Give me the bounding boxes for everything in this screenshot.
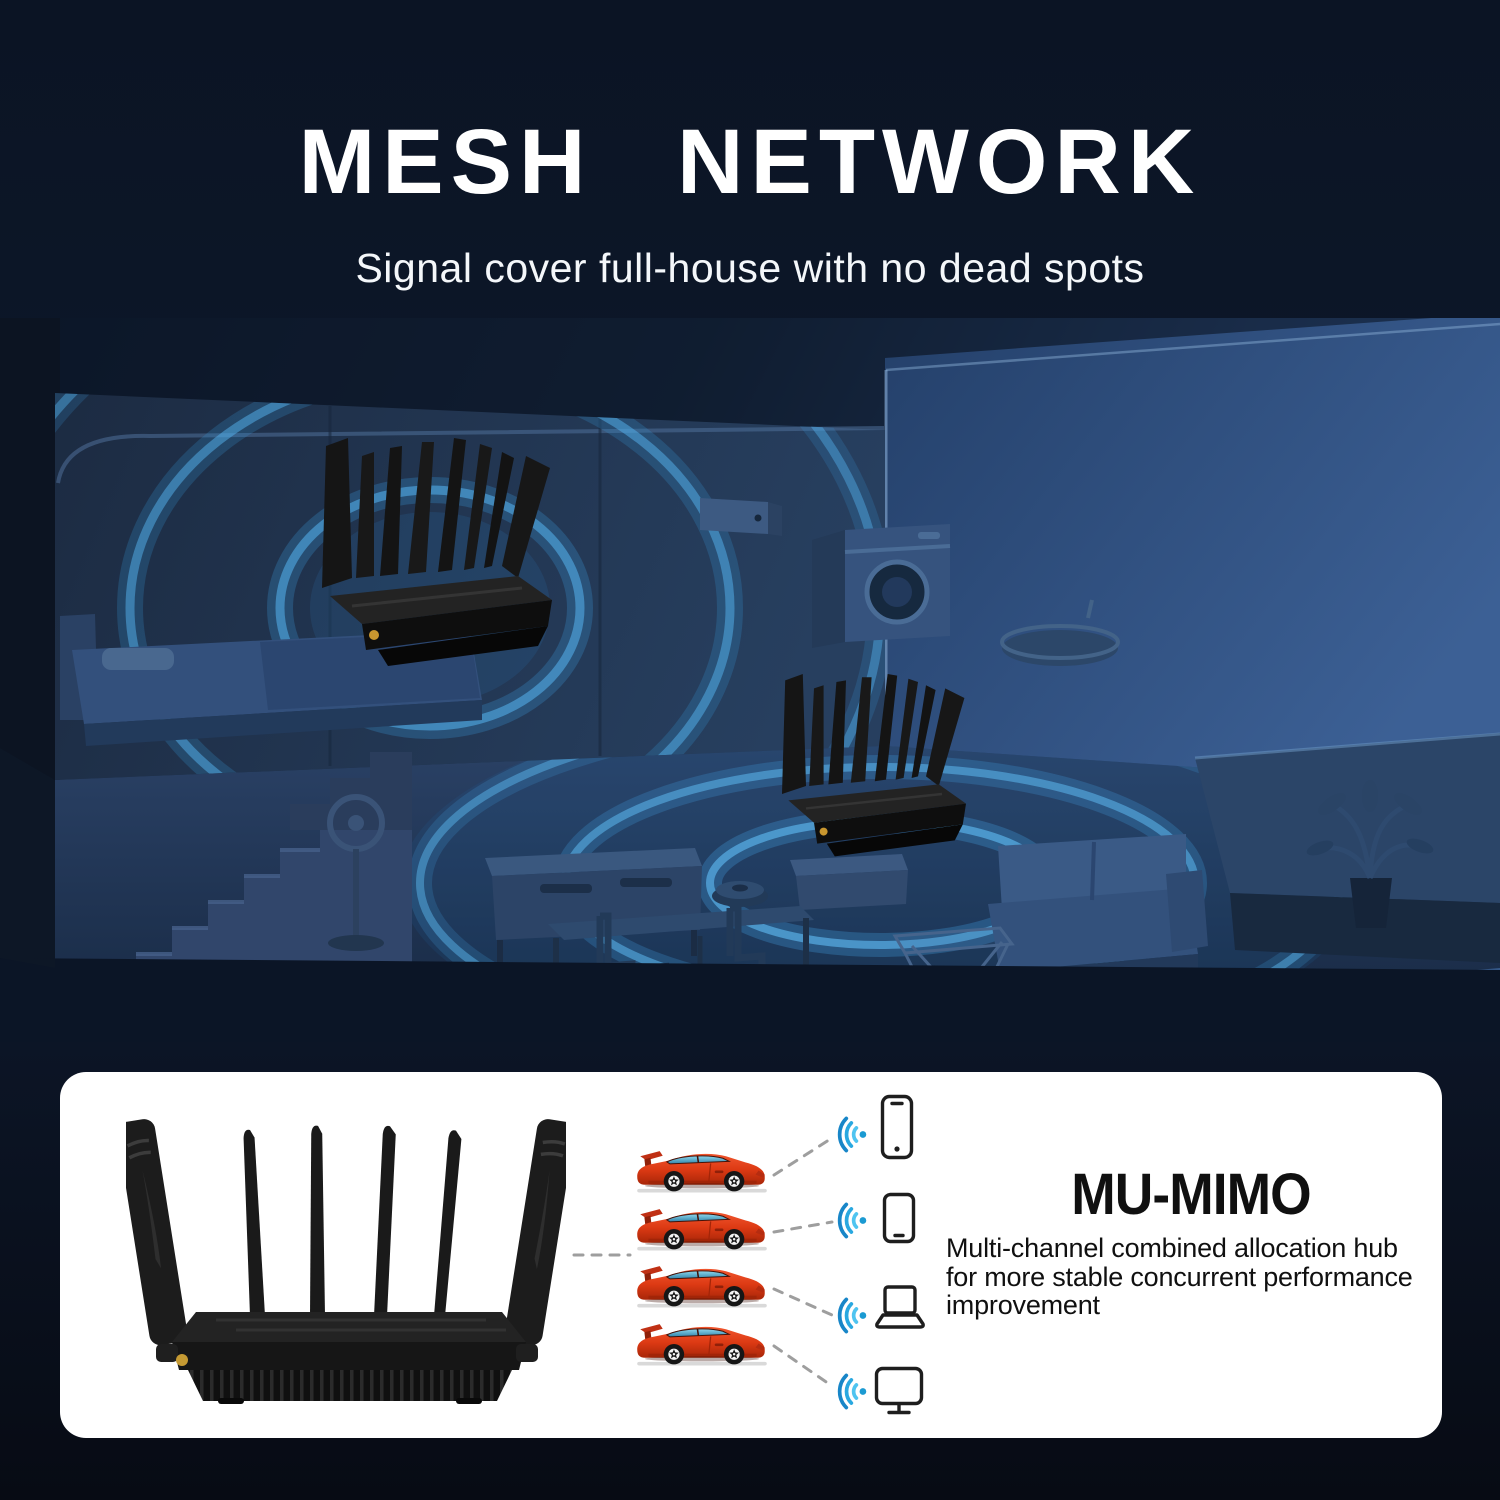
thin-antennas [243, 1125, 462, 1317]
potted-plant [1306, 780, 1434, 928]
standing-fan [327, 794, 385, 951]
car-icon [636, 1323, 768, 1367]
router-body [156, 1312, 538, 1404]
robot-vacuum [712, 881, 768, 907]
car-icon [636, 1265, 768, 1309]
dashed-connector-3 [772, 1287, 834, 1317]
laptop-icon [875, 1285, 925, 1329]
mimo-heading: MU-MIMO [1071, 1162, 1311, 1227]
mimo-description: Multi-channel combined allocation hub fo… [946, 1233, 1413, 1321]
car-icon [636, 1150, 768, 1194]
basin [1000, 599, 1120, 666]
paddle-antenna-right [504, 1119, 566, 1346]
mu-mimo-panel: MU-MIMO Multi-channel combined allocatio… [60, 1072, 1442, 1438]
washing-machine [812, 524, 951, 648]
page-title: MESH NETWORK [298, 111, 1202, 213]
side-platform [1194, 732, 1500, 963]
monitor-icon [874, 1366, 924, 1415]
media-cabinet [790, 854, 908, 910]
page-subtitle: Signal cover full-house with no dead spo… [355, 245, 1145, 291]
tablet-icon [882, 1192, 916, 1244]
dashed-connector-2 [772, 1220, 834, 1234]
right-wall [885, 318, 1500, 788]
wifi-signal-icon [837, 1202, 869, 1239]
foreground-floor [0, 958, 1500, 1063]
dashed-connector-1 [772, 1136, 834, 1177]
router-photo [126, 1119, 566, 1404]
car-icon [636, 1208, 768, 1252]
house-scene [0, 318, 1500, 1063]
wifi-signal-icon [837, 1373, 869, 1410]
dashed-connector-4 [772, 1344, 834, 1388]
sofa [988, 834, 1208, 988]
mimo-text-block: MU-MIMO Multi-channel combined allocatio… [946, 1166, 1436, 1320]
wifi-signal-icon [837, 1116, 869, 1153]
air-conditioner [700, 498, 782, 536]
smartphone-icon [880, 1094, 914, 1160]
paddle-antenna-left [126, 1119, 188, 1346]
wifi-signal-icon [837, 1297, 869, 1334]
